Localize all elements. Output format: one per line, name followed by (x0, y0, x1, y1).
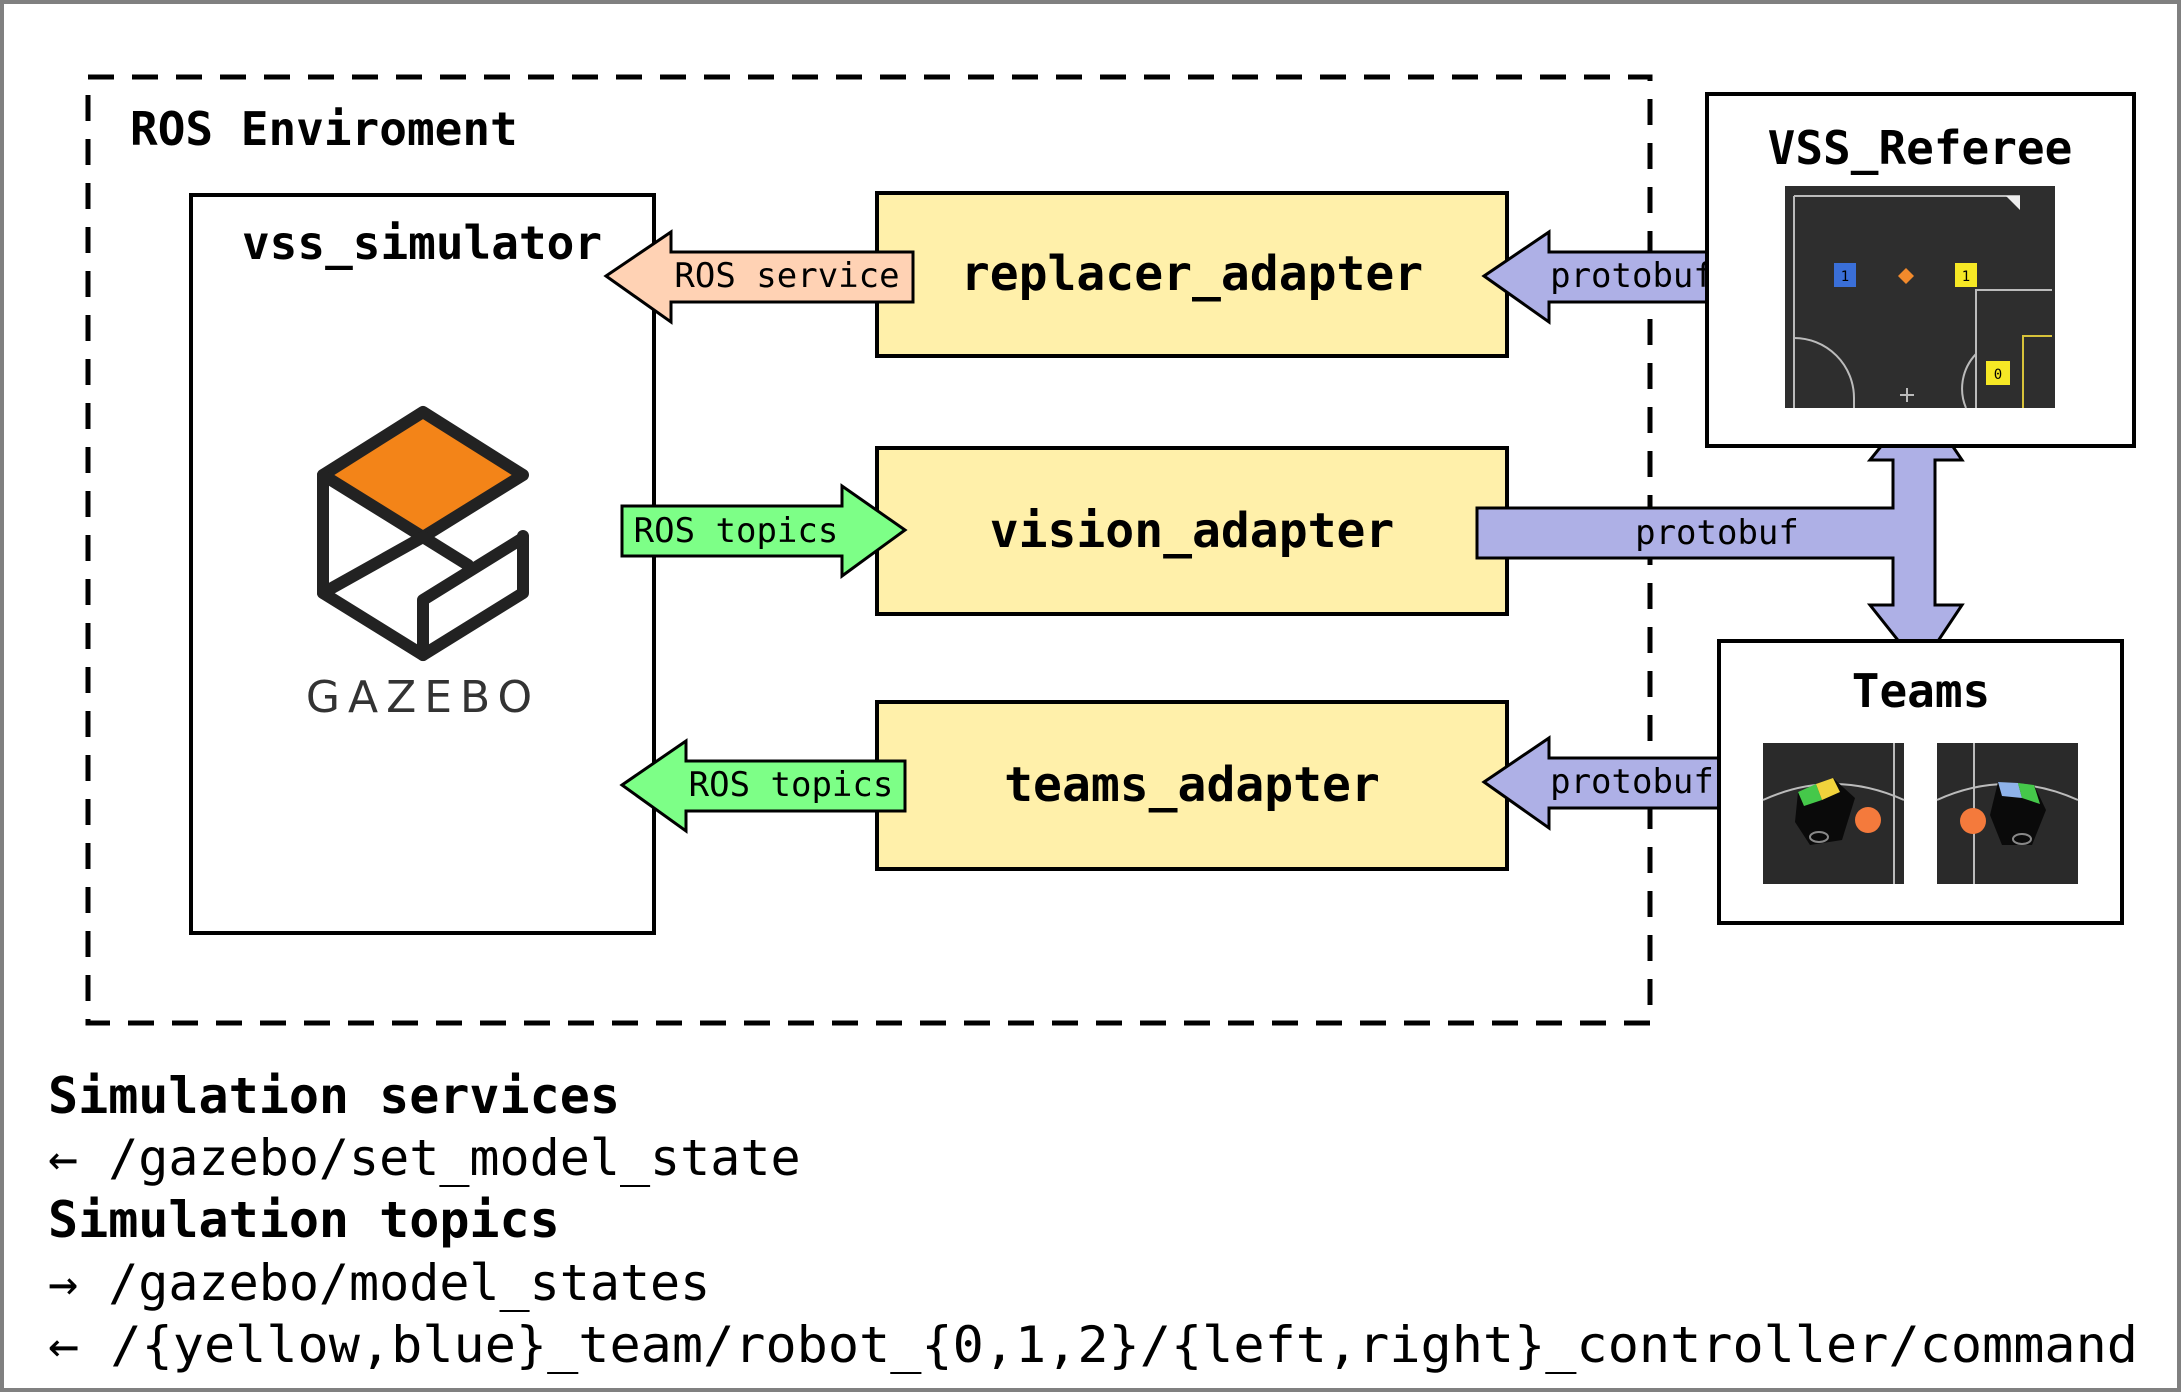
replacer-adapter-box (875, 191, 1509, 358)
simulation-services-line: ← /gazebo/set_model_state (48, 1129, 801, 1187)
referee-blue-robot-label: 1 (1841, 269, 1849, 285)
blue-team-image (1936, 743, 2079, 884)
referee-label: VSS_Referee (1768, 121, 2073, 175)
vision-adapter-label: vision_adapter (990, 503, 1395, 559)
ros-topics-arrow-vision (620, 483, 908, 579)
referee-yellow-robot-0 (1986, 361, 2010, 385)
teams-label: Teams (1852, 664, 1990, 718)
referee-field-image: 1 1 0 (1785, 186, 2055, 409)
protobuf-vision-label: protobuf (1635, 513, 1799, 553)
simulation-topics-line-1: → /gazebo/model_states (48, 1254, 710, 1312)
ros-topics-teams-label: ROS topics (689, 765, 894, 805)
simulator-box (189, 193, 656, 935)
ros-topics-vision-label: ROS topics (634, 511, 839, 551)
replacer-adapter-label: replacer_adapter (961, 246, 1423, 302)
yellow-team-image (1762, 743, 1905, 884)
protobuf-replacer-label: protobuf (1550, 256, 1714, 296)
ros-topics-arrow-teams (619, 738, 907, 834)
ros-service-arrow-label: ROS service (674, 256, 899, 296)
ros-service-arrow (603, 229, 915, 325)
gazebo-logo-icon (317, 406, 529, 661)
simulator-label: vss_simulator (242, 216, 602, 270)
referee-blue-robot (1834, 263, 1856, 287)
referee-yellow-robot-1-label: 1 (1962, 269, 1970, 285)
referee-ball (1898, 268, 1914, 284)
referee-yellow-robot-1 (1955, 263, 1977, 287)
vision-adapter-box (875, 446, 1509, 616)
gazebo-logo-text: GAZEBO (306, 672, 540, 723)
protobuf-teams-label: protobuf (1550, 762, 1714, 802)
simulation-topics-heading: Simulation topics (48, 1191, 560, 1249)
protobuf-arrow-vision (1475, 395, 1965, 671)
teams-adapter-label: teams_adapter (1004, 757, 1380, 813)
referee-yellow-robot-0-label: 0 (1994, 367, 2002, 383)
ros-environment-label: ROS Enviroment (130, 102, 518, 156)
simulation-services-heading: Simulation services (48, 1067, 620, 1125)
simulation-topics-line-2: ← /{yellow,blue}_team/robot_{0,1,2}/{lef… (48, 1316, 2138, 1374)
